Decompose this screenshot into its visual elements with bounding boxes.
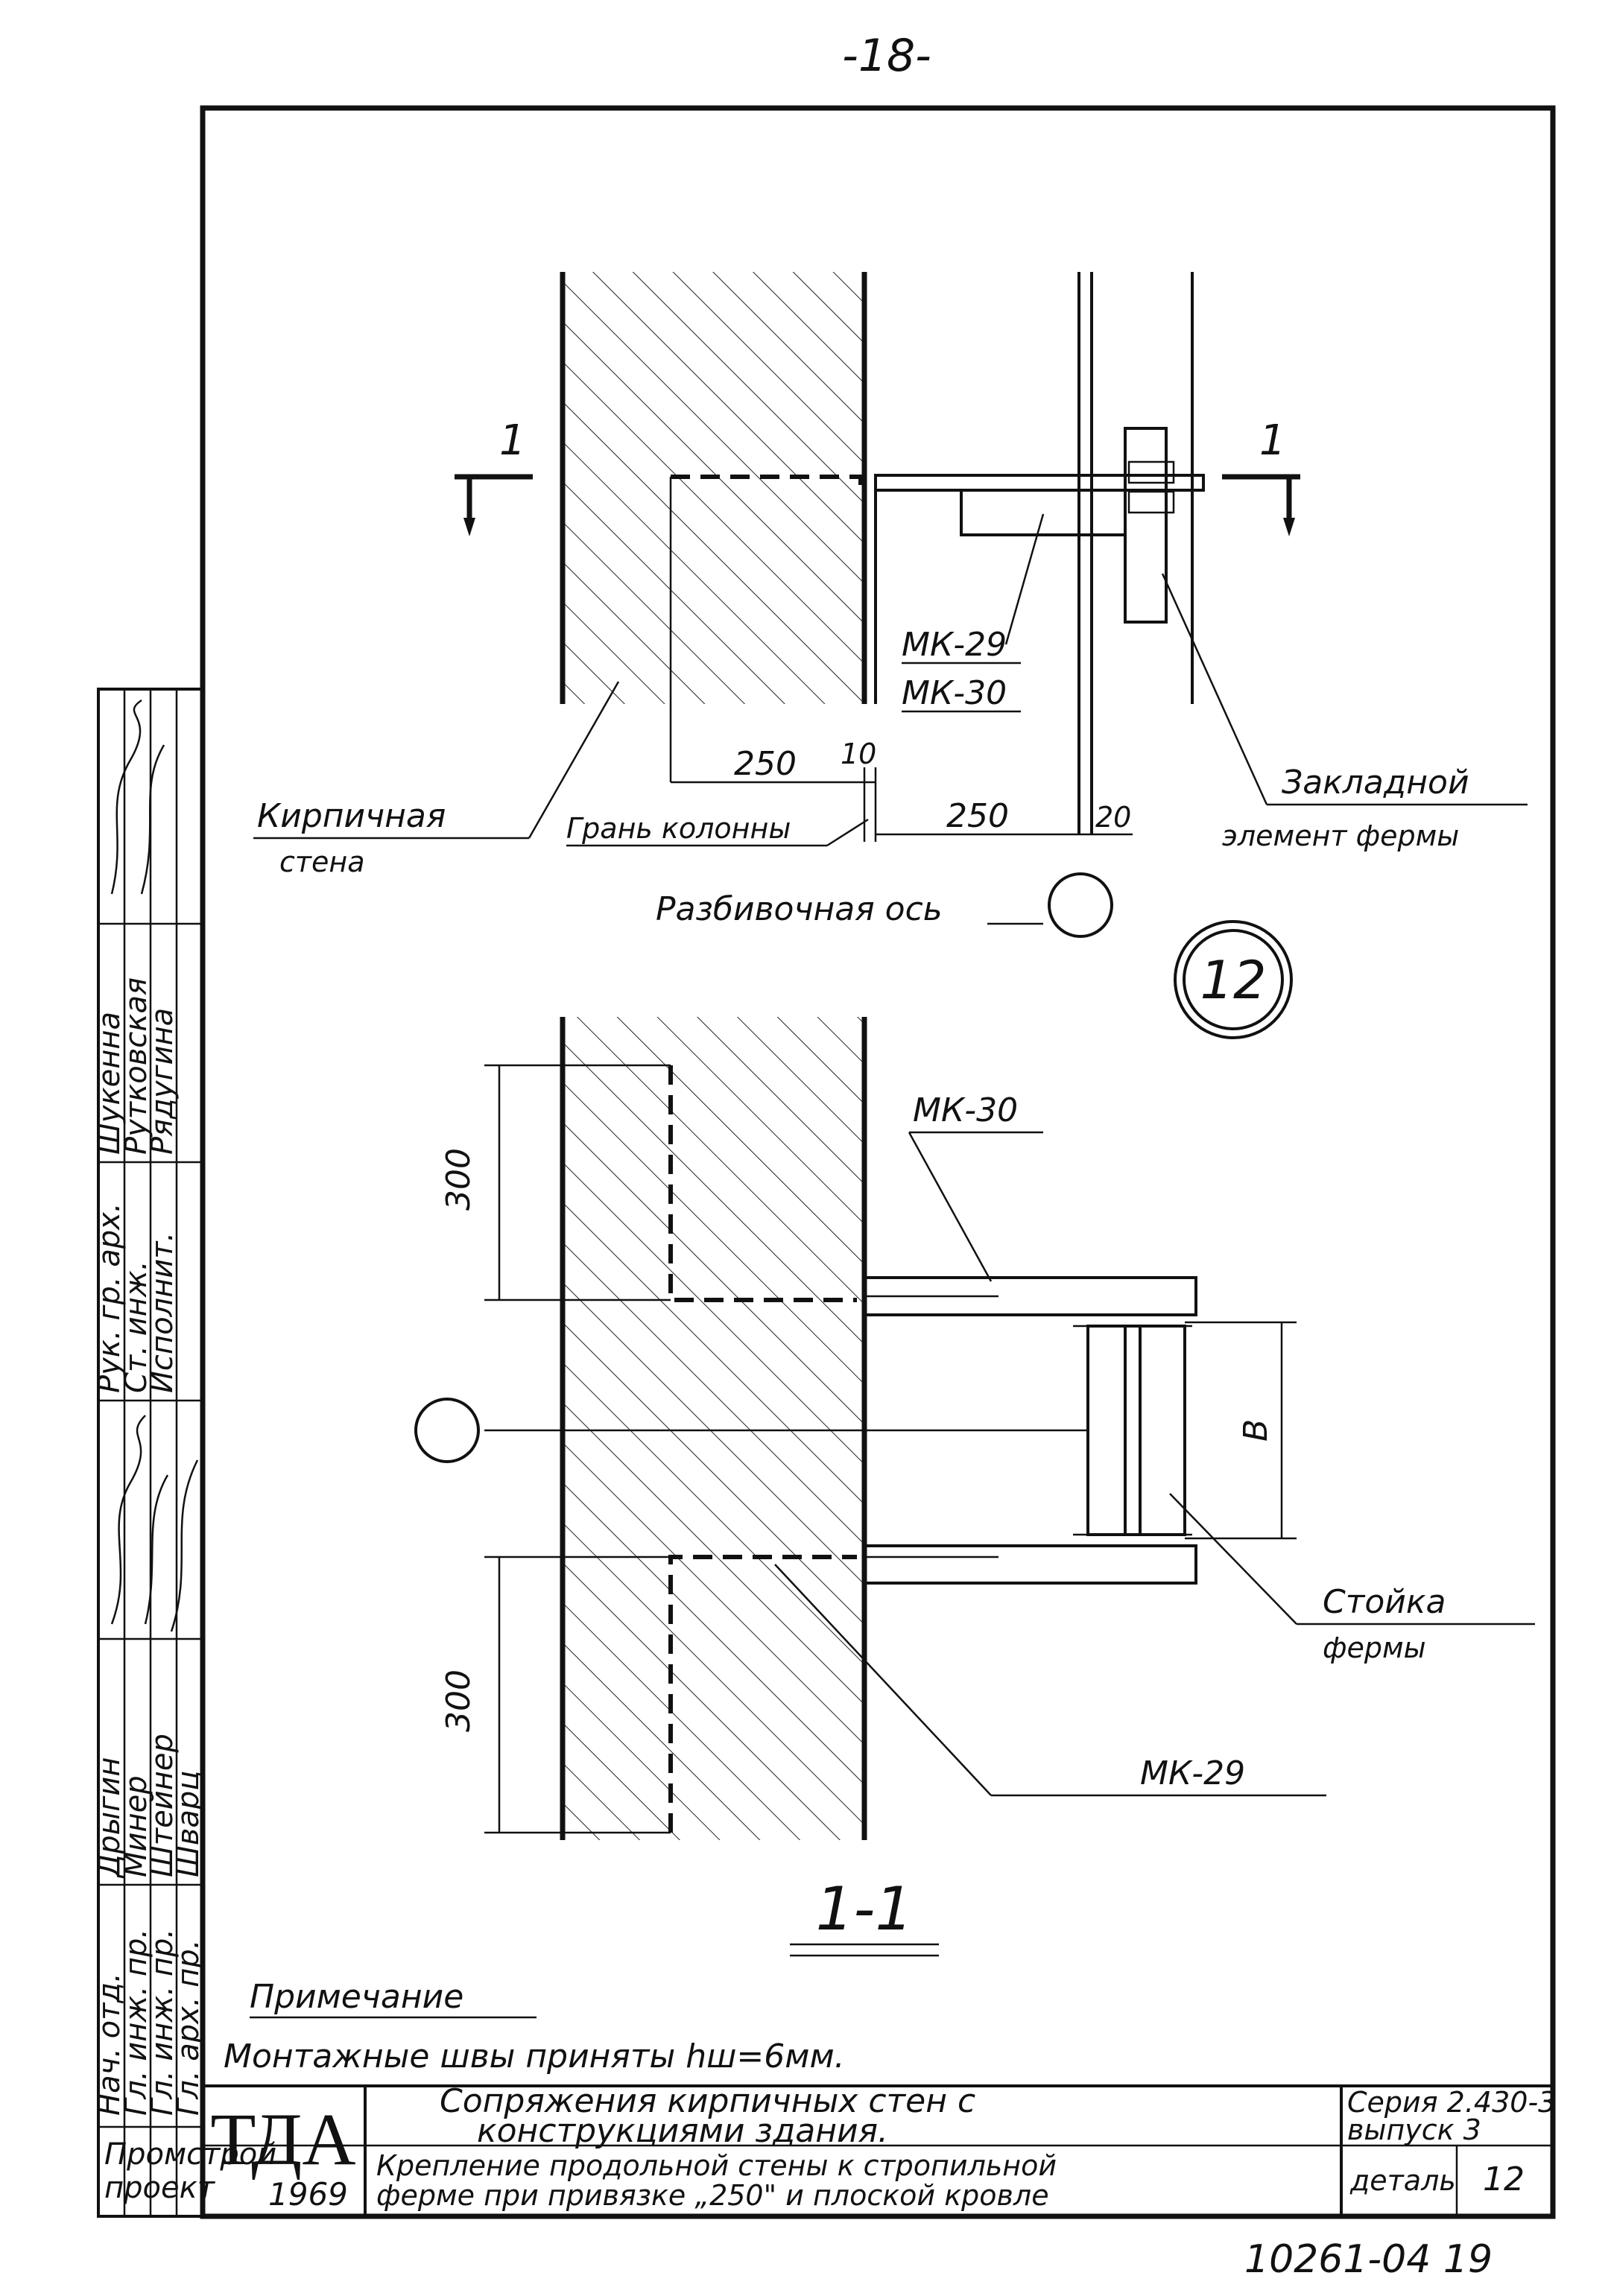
brick-wall-label: Кирпичная <box>257 797 446 835</box>
dim-300-upper: 300 <box>440 1148 478 1211</box>
svg-text:элемент фермы: элемент фермы <box>1222 819 1459 852</box>
year: 1969 <box>268 2176 348 2213</box>
alignment-axis-label: Разбивочная ось <box>656 890 943 928</box>
plan-view: 1 1 МК-29 МК-30 250 10 250 20 Кирпичная … <box>253 272 1528 1039</box>
svg-text:Гл. инж. пр.: Гл. инж. пр. <box>145 1929 180 2116</box>
axis-bubble-plan <box>1048 872 1113 938</box>
embedded-element-label: Закладной <box>1282 764 1469 802</box>
truss-post <box>1086 1325 1186 1536</box>
brick-wall-section <box>563 1017 864 1840</box>
dim-20: 20 <box>1095 801 1131 834</box>
title-line2: конструкциями здания. <box>477 2112 888 2150</box>
stamp-org-line1: Промстрой <box>104 2137 276 2172</box>
svg-text:1: 1 <box>499 416 526 465</box>
series-line2: выпуск 3 <box>1347 2113 1481 2146</box>
mk29-label-section: МК-29 <box>1140 1754 1245 1792</box>
side-stamp: Нач. отд. Дрыгин Рук. гр. арх. Шукенна Г… <box>92 688 276 2218</box>
svg-text:Рук. гр. арх.: Рук. гр. арх. <box>92 1202 127 1393</box>
embedded-element <box>1124 427 1168 624</box>
page-number: -18- <box>842 30 931 82</box>
sheet-code: 10261-04 19 <box>1244 2237 1493 2282</box>
svg-text:Шукенна: Шукенна <box>92 1012 127 1155</box>
note-block: Примечание Монтажные швы приняты hш=6мм. <box>224 1978 845 2075</box>
subtitle-line1: Крепление продольной стены к стропильной <box>376 2149 1057 2182</box>
svg-text:Ст. инж.: Ст. инж. <box>119 1260 153 1393</box>
svg-text:Исполнит.: Исполнит. <box>145 1232 180 1393</box>
column-face-label: Грань колонны <box>566 812 791 845</box>
title-block: ТДА 1969 Сопряжения кирпичных стен с кон… <box>203 2082 1556 2216</box>
svg-text:1: 1 <box>1259 416 1286 465</box>
axis-bubble-section <box>414 1398 480 1463</box>
svg-text:Шварц: Шварц <box>171 1771 206 1877</box>
logo: ТДА <box>210 2098 355 2181</box>
dim-b: В <box>1237 1419 1275 1442</box>
detail-value: 12 <box>1483 2160 1525 2198</box>
svg-text:фермы: фермы <box>1323 1631 1426 1664</box>
section-mark-left: 1 <box>455 416 533 536</box>
dim-250-column: 250 <box>946 797 1009 835</box>
detail-circle <box>1174 920 1293 1039</box>
detail-label: деталь <box>1349 2164 1456 2197</box>
series-line1: Серия 2.430-3 <box>1347 2086 1556 2119</box>
dim-300-lower: 300 <box>440 1669 478 1732</box>
section-mark-right: 1 <box>1222 416 1300 536</box>
dim-250-wall: 250 <box>734 745 797 783</box>
svg-text:Гл. инж. пр.: Гл. инж. пр. <box>119 1929 153 2116</box>
mk30-label-section: МК-30 <box>913 1091 1018 1129</box>
mk30-label-plan: МК-30 <box>902 674 1007 712</box>
svg-text:Рутковская: Рутковская <box>119 977 153 1155</box>
note-text: Монтажные швы приняты hш=6мм. <box>224 2037 845 2075</box>
mk29-label-plan: МК-29 <box>902 626 1007 664</box>
svg-text:Гл. арх. пр.: Гл. арх. пр. <box>171 1939 206 2116</box>
svg-text:Минер: Минер <box>119 1775 153 1877</box>
brick-wall-plan <box>563 272 864 704</box>
svg-text:Нач. отд.: Нач. отд. <box>92 1973 127 2116</box>
title-line1: Сопряжения кирпичных стен с <box>440 2082 975 2120</box>
svg-text:стена: стена <box>279 846 365 878</box>
stamp-org-line2: проект <box>104 2171 216 2205</box>
dim-10: 10 <box>841 738 876 770</box>
svg-text:Штейнер: Штейнер <box>145 1734 180 1877</box>
section-view: В 300 300 МК-30 МК-29 Стойка фермы 1-1 <box>414 1017 1535 1957</box>
subtitle-line2: ферме при привязке „250" и плоской кровл… <box>376 2179 1049 2212</box>
section-title: 1-1 <box>816 1874 914 1944</box>
svg-text:Рядугина: Рядугина <box>145 1008 180 1155</box>
truss-post-label: Стойка <box>1323 1583 1446 1621</box>
svg-text:Дрыгин: Дрыгин <box>92 1757 127 1879</box>
note-title: Примечание <box>250 1978 463 2016</box>
detail-number: 12 <box>1200 950 1266 1011</box>
